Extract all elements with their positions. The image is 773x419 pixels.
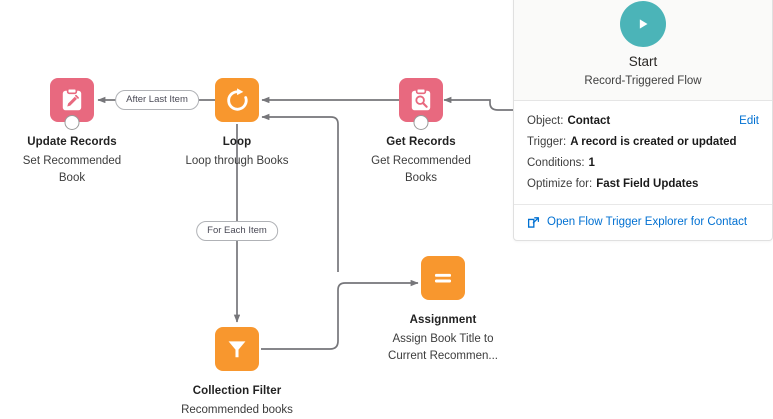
start-element-panel[interactable]: Start Record-Triggered Flow Object: Cont… <box>513 0 773 241</box>
loop-icon-box[interactable] <box>215 78 259 122</box>
property-row-object: Object: Contact Edit <box>527 111 759 132</box>
property-label: Trigger: <box>527 136 567 148</box>
property-label: Conditions: <box>527 157 585 169</box>
flow-node-get-records[interactable]: Get Records Get Recommended Books <box>361 78 481 187</box>
flow-node-update-records[interactable]: Update Records Set Recommended Book <box>12 78 132 187</box>
funnel-filter-icon <box>228 341 246 358</box>
node-subtitle: Assign Book Title to Current Recommen... <box>388 333 498 362</box>
start-panel-properties: Object: Contact Edit Trigger: A record i… <box>514 101 772 205</box>
property-row-conditions: Conditions: 1 <box>527 153 759 174</box>
update-records-icon-box[interactable] <box>50 78 94 130</box>
node-subtitle: Loop through Books <box>185 155 289 167</box>
property-value: Contact <box>567 115 611 127</box>
get-records-icon-box[interactable] <box>399 78 443 130</box>
connector-label-for-each-item[interactable]: For Each Item <box>196 221 278 241</box>
node-connector-dot[interactable] <box>64 115 80 130</box>
open-flow-trigger-explorer-link[interactable]: Open Flow Trigger Explorer for Contact <box>547 216 748 228</box>
node-subtitle: Recommended books <box>181 404 293 416</box>
property-value: A record is created or updated <box>570 136 737 148</box>
external-link-icon <box>527 216 540 228</box>
flow-node-loop[interactable]: Loop Loop through Books <box>177 78 297 170</box>
loop-refresh-icon <box>226 87 248 111</box>
play-triangle-icon <box>639 19 648 29</box>
property-value: Fast Field Updates <box>596 178 699 190</box>
start-panel-footer[interactable]: Open Flow Trigger Explorer for Contact <box>514 205 772 240</box>
property-label: Object: <box>527 115 564 127</box>
property-row-trigger: Trigger: A record is created or updated <box>527 132 759 153</box>
node-title: Get Records <box>386 136 456 148</box>
start-badge <box>620 1 666 47</box>
property-row-optimize-for: Optimize for: Fast Field Updates <box>527 174 759 195</box>
connector-label-after-last-item[interactable]: After Last Item <box>115 90 199 110</box>
node-subtitle: Set Recommended Book <box>22 155 122 184</box>
edit-link[interactable]: Edit <box>739 115 759 127</box>
clipboard-pencil-icon <box>62 87 82 111</box>
node-subtitle: Get Recommended Books <box>371 155 471 184</box>
assignment-icon-box[interactable] <box>421 256 465 300</box>
property-value: 1 <box>588 157 595 169</box>
assignment-equals-icon <box>434 273 452 283</box>
start-panel-header[interactable]: Start Record-Triggered Flow <box>514 0 772 101</box>
node-title: Loop <box>222 136 252 148</box>
start-title: Start <box>628 54 658 69</box>
flow-node-assignment[interactable]: Assignment Assign Book Title to Current … <box>383 256 503 365</box>
node-title: Update Records <box>27 136 117 148</box>
property-label: Optimize for: <box>527 178 593 190</box>
node-title: Assignment <box>409 314 477 326</box>
flow-node-collection-filter[interactable]: Collection Filter Recommended books <box>177 327 297 419</box>
clipboard-search-icon <box>411 87 431 111</box>
start-subtitle: Record-Triggered Flow <box>584 75 702 87</box>
node-connector-dot[interactable] <box>413 115 429 130</box>
node-title: Collection Filter <box>192 385 282 397</box>
collection-filter-icon-box[interactable] <box>215 327 259 371</box>
